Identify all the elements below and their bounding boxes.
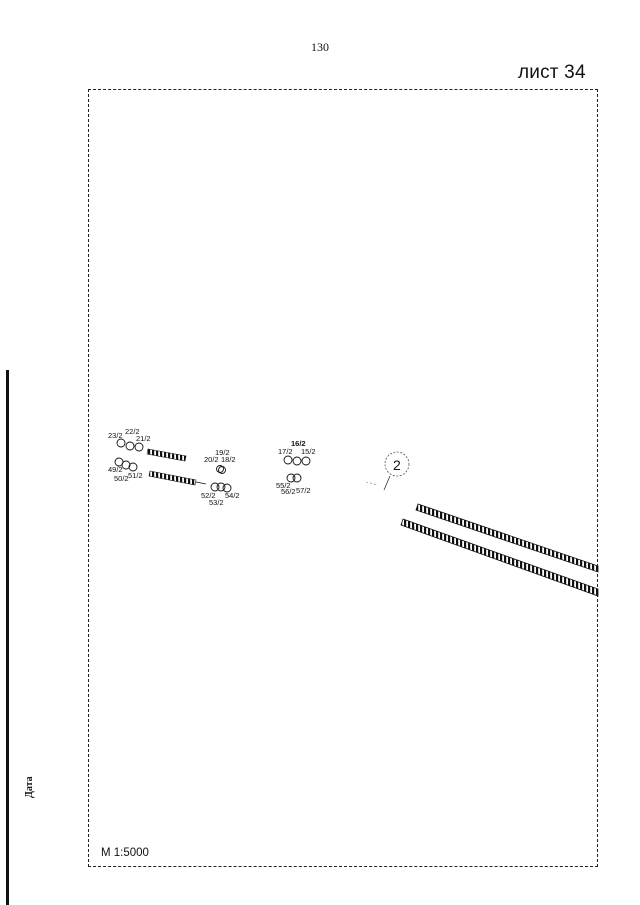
- point-label-18: 18/2: [221, 455, 236, 464]
- point-label-22: 22/2: [125, 427, 140, 436]
- point-label-55: 55/2: [276, 481, 291, 490]
- page-number: 130: [311, 40, 329, 54]
- point-cluster-center-lower: [210, 482, 232, 493]
- point-cluster-center-upper: [216, 465, 226, 474]
- callout-marker: 2: [365, 451, 410, 491]
- point-label-50: 50/2: [114, 474, 129, 483]
- point-label-56: 56/2: [281, 487, 296, 496]
- side-label: Дата: [24, 776, 35, 798]
- point-label-51: 51/2: [128, 471, 143, 480]
- point-cluster-left-upper: [116, 438, 144, 452]
- point-label-17: 17/2: [278, 447, 293, 456]
- point-cluster-left-lower: [114, 457, 138, 472]
- point-label-20: 20/2: [204, 455, 219, 464]
- hatched-line-short-lower: [148, 470, 207, 486]
- callout-label: 2: [393, 457, 401, 473]
- point-label-21: 21/2: [136, 434, 151, 443]
- point-cluster-right-lower: [286, 473, 302, 483]
- point-label-54: 54/2: [225, 491, 240, 500]
- point-label-52: 52/2: [201, 491, 216, 500]
- point-label-19: 19/2: [215, 448, 230, 457]
- point-label-16: 16/2: [291, 439, 306, 448]
- point-label-15: 15/2: [301, 447, 316, 456]
- point-label-53: 53/2: [209, 498, 224, 507]
- point-cluster-right-upper: [283, 455, 311, 466]
- point-label-57: 57/2: [296, 486, 311, 495]
- hatched-line-long-lower: [400, 518, 599, 597]
- map-frame: [88, 89, 598, 867]
- point-label-49: 49/2: [108, 465, 123, 474]
- point-label-23: 23/2: [108, 431, 123, 440]
- hatched-line-short-upper: [146, 448, 187, 462]
- scale-label: М 1:5000: [101, 847, 149, 859]
- hatched-line-long-upper: [415, 503, 599, 573]
- margin-bar: [6, 370, 9, 905]
- sheet-title: лист 34: [518, 62, 586, 83]
